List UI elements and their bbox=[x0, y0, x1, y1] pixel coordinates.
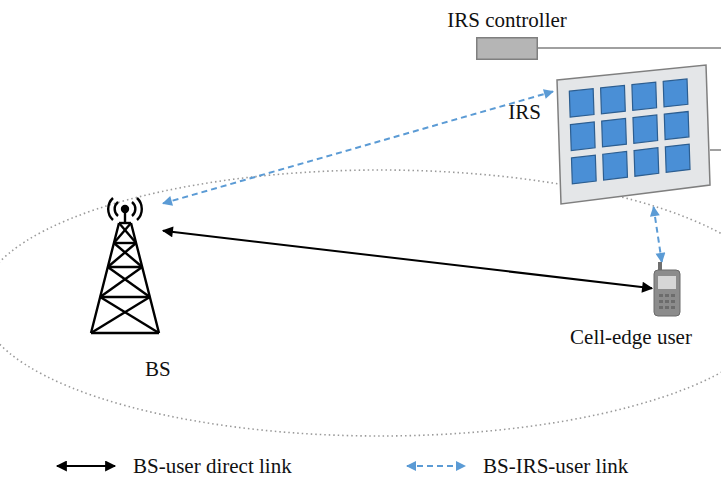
irs-element bbox=[569, 89, 594, 117]
tower-node: BS bbox=[85, 195, 163, 335]
user-phone bbox=[654, 262, 680, 316]
phone-node: Cell-edge user bbox=[652, 262, 682, 317]
legend-item: BS-user direct link bbox=[55, 454, 292, 478]
irs-element bbox=[632, 82, 657, 110]
irs-wire bbox=[710, 149, 721, 151]
legend-line bbox=[407, 465, 465, 467]
irs-element bbox=[633, 115, 658, 143]
legend-text: BS-user direct link bbox=[133, 454, 292, 478]
cell-boundary bbox=[0, 170, 721, 436]
controller-box bbox=[477, 38, 538, 60]
controller-wire bbox=[538, 47, 721, 49]
irs-element bbox=[665, 144, 690, 172]
irs-element bbox=[602, 118, 627, 146]
legend-sample bbox=[405, 456, 467, 476]
irs-panel bbox=[557, 65, 710, 204]
node-figure bbox=[652, 262, 682, 317]
direct-link bbox=[163, 231, 652, 289]
irs-element bbox=[663, 79, 688, 107]
bs-tower bbox=[91, 198, 159, 333]
node-label: Cell-edge user bbox=[570, 325, 692, 349]
irs-element bbox=[570, 122, 595, 151]
irs-element bbox=[571, 155, 596, 184]
reflected-link bbox=[163, 91, 553, 203]
legend-sample bbox=[55, 456, 117, 476]
legend-text: BS-IRS-user link bbox=[483, 454, 628, 478]
irs-element bbox=[664, 112, 689, 140]
node-figure bbox=[553, 62, 711, 207]
controller-node: IRS controller bbox=[476, 37, 538, 60]
irs-node: IRS bbox=[553, 62, 711, 207]
irs-element bbox=[603, 151, 628, 180]
node-figure bbox=[476, 37, 538, 60]
irs-element bbox=[601, 85, 626, 113]
reflected-link bbox=[654, 207, 662, 262]
node-label: IRS bbox=[508, 100, 541, 124]
node-label: IRS controller bbox=[447, 8, 567, 32]
node-label: BS bbox=[145, 357, 171, 381]
legend-item: BS-IRS-user link bbox=[405, 454, 628, 478]
node-figure bbox=[85, 195, 163, 335]
irs-element bbox=[634, 148, 659, 176]
legend-line bbox=[57, 465, 115, 467]
